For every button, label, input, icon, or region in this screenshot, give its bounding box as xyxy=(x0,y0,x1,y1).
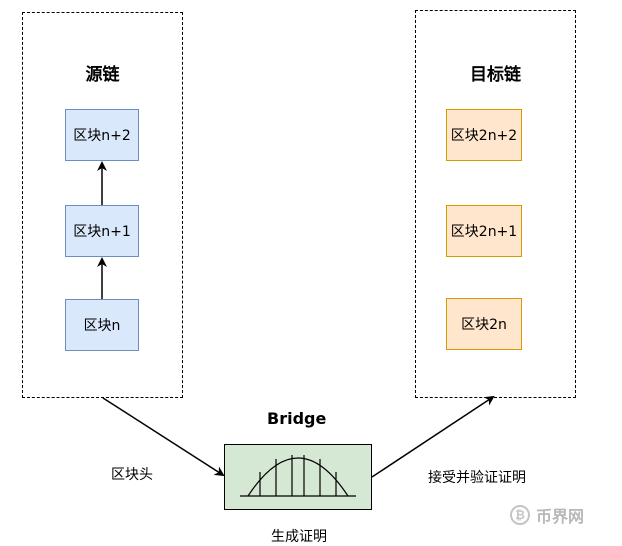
watermark-text: 币界网 xyxy=(536,507,585,526)
bridge-box xyxy=(224,444,372,510)
source-block-n-plus-1: 区块n+1 xyxy=(65,205,139,257)
source-block-n: 区块n xyxy=(65,299,139,351)
target-block-2n: 区块2n xyxy=(446,298,522,350)
arrow-source-to-bridge xyxy=(102,397,225,477)
source-block-n-plus-2: 区块n+2 xyxy=(65,109,139,161)
source-chain-container xyxy=(22,12,183,398)
bridge-icon xyxy=(240,455,356,497)
bridge-title: Bridge xyxy=(267,409,327,428)
watermark-logo: ₿ 币界网 xyxy=(510,503,584,527)
bridge-caption: 生成证明 xyxy=(271,529,327,545)
target-block-2n-plus-1: 区块2n+1 xyxy=(446,205,522,257)
target-block-2n-plus-2: 区块2n+2 xyxy=(446,109,522,161)
edge-label-block-header: 区块头 xyxy=(111,467,153,483)
target-chain-title: 目标链 xyxy=(470,65,521,85)
bitcoin-icon: ₿ xyxy=(510,505,530,525)
target-chain-container xyxy=(415,10,576,398)
arrow-bridge-to-target xyxy=(371,395,495,478)
source-chain-title: 源链 xyxy=(85,65,120,85)
edge-label-accept-verify-proof: 接受并验证证明 xyxy=(428,470,526,486)
